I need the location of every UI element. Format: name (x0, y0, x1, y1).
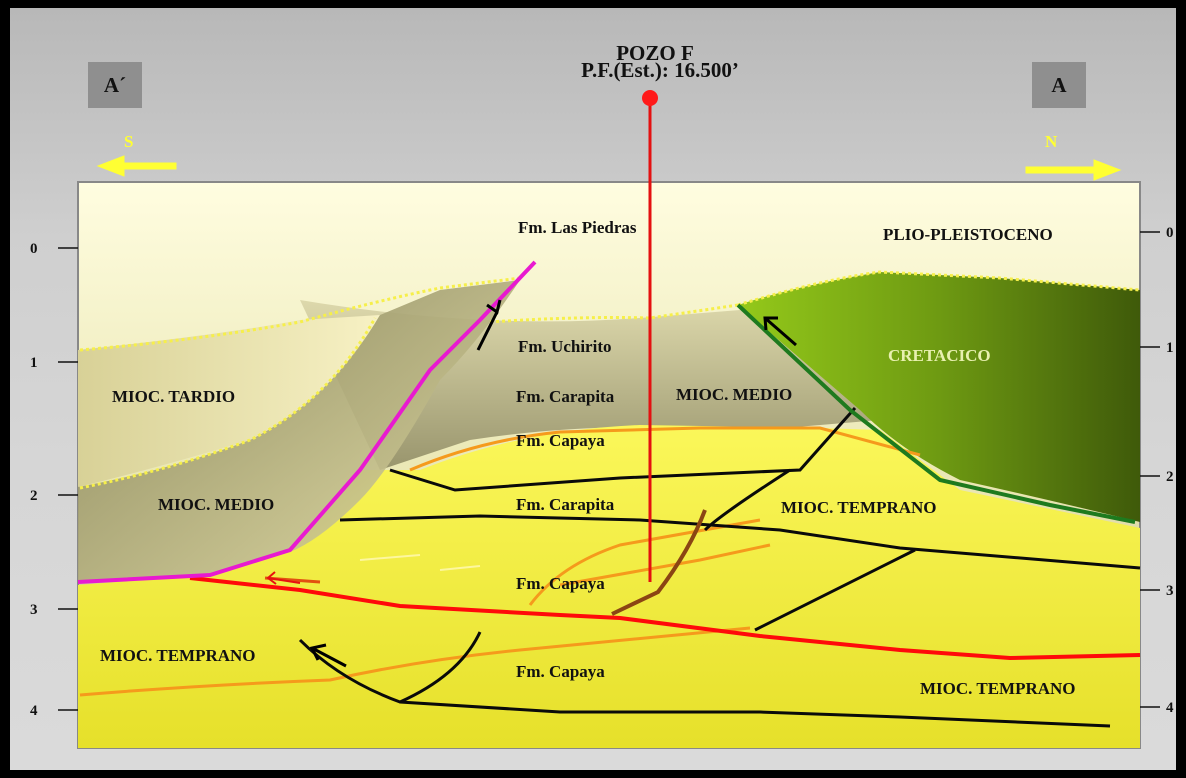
red-thrust-fault (189, 576, 1141, 661)
section-end-left: A´ (88, 62, 142, 108)
unit-fm-carapita-upper: Fm. Carapita (516, 387, 615, 406)
unit-mioc-temprano-right-lower: MIOC. TEMPRANO (920, 679, 1076, 698)
depth-right-2: 2 (1166, 469, 1174, 485)
unit-mioc-tardio: MIOC. TARDIO (112, 387, 235, 406)
north-arrow-icon (1025, 159, 1122, 181)
well-depth-label: P.F.(Est.): 16.500’ (581, 58, 739, 82)
depth-scale-right (1140, 231, 1160, 708)
unit-fm-capaya-lower: Fm. Capaya (516, 662, 605, 681)
green-fault (736, 303, 1136, 524)
geologic-cross-section: S N POZO F P.F.(Est.): 16.500’ 0 1 2 3 4… (30, 41, 1174, 749)
mioc-tardio-unit (78, 315, 380, 487)
unconformity-lines (79, 270, 1141, 490)
unit-cretacico: CRETACICO (888, 346, 991, 365)
depth-right-3: 3 (1166, 583, 1174, 599)
unit-fm-capaya-middle: Fm. Capaya (516, 574, 605, 593)
unit-fm-carapita-lower: Fm. Carapita (516, 495, 615, 514)
cretacico-unit (738, 272, 1140, 522)
depth-right-4: 4 (1166, 700, 1174, 716)
south-arrow-icon (96, 155, 177, 177)
brown-fault (611, 509, 707, 616)
unit-fm-uchirito: Fm. Uchirito (518, 337, 611, 356)
magenta-fault (77, 260, 537, 584)
depth-scale-left (58, 247, 78, 711)
unit-plio-pleistoceno: PLIO-PLEISTOCENO (883, 225, 1053, 244)
depth-left-3: 3 (30, 602, 38, 618)
unit-fm-las-piedras: Fm. Las Piedras (518, 218, 637, 237)
south-label: S (124, 132, 133, 151)
depth-labels-left: 0 1 2 3 4 (30, 241, 38, 719)
unit-labels: Fm. Las Piedras PLIO-PLEISTOCENO Fm. Uch… (100, 218, 1076, 698)
mioc-medio-left-unit (78, 280, 520, 582)
depth-left-1: 1 (30, 355, 38, 371)
well-name: POZO F (616, 41, 694, 65)
direction-arrows (96, 155, 1122, 181)
depth-right-1: 1 (1166, 340, 1174, 356)
depth-labels-right: 0 1 2 3 4 (1166, 225, 1174, 716)
unit-mioc-temprano-left: MIOC. TEMPRANO (100, 646, 256, 665)
depth-right-0: 0 (1166, 225, 1174, 241)
north-label: N (1045, 132, 1058, 151)
unit-mioc-medio-center: MIOC. MEDIO (676, 385, 792, 404)
unit-mioc-temprano-right-upper: MIOC. TEMPRANO (781, 498, 937, 517)
depth-left-0: 0 (30, 241, 38, 257)
depth-left-4: 4 (30, 703, 38, 719)
unit-mioc-medio-left: MIOC. MEDIO (158, 495, 274, 514)
well-head-icon (642, 90, 658, 106)
depth-left-2: 2 (30, 488, 38, 504)
section-end-right: A (1032, 62, 1086, 108)
unit-fm-capaya-upper: Fm. Capaya (516, 431, 605, 450)
fault-arrows (309, 299, 797, 668)
